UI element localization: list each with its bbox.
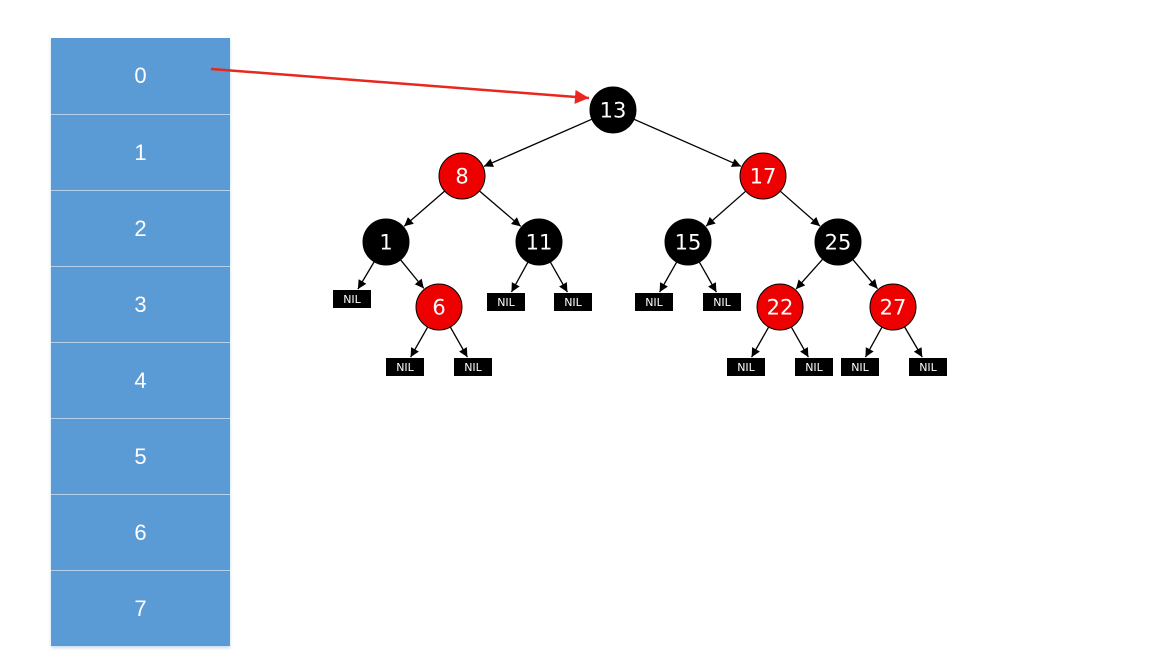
tree-node-27: 27 xyxy=(869,283,917,331)
node-label: 15 xyxy=(675,231,702,255)
tree-node-15: 15 xyxy=(664,218,712,266)
tree-edge xyxy=(795,258,824,290)
node-circle xyxy=(415,283,463,331)
nil-box xyxy=(909,358,947,376)
nil-box xyxy=(554,293,592,311)
tree-edge xyxy=(549,261,568,293)
bucket-3: 3 xyxy=(51,266,230,342)
nil-box xyxy=(727,358,765,376)
node-circle xyxy=(756,283,804,331)
node-circle xyxy=(589,86,637,134)
bucket-0: 0 xyxy=(134,63,147,88)
nil-leaf: NIL xyxy=(386,358,424,376)
bucket-pointer-arrow xyxy=(210,67,590,104)
nil-leaf: NIL xyxy=(703,293,741,311)
tree-node-25: 25 xyxy=(814,218,862,266)
nil-label: NIL xyxy=(805,361,823,374)
tree-edge xyxy=(400,259,425,289)
tree-edge xyxy=(449,326,468,358)
node-label: 1 xyxy=(379,231,392,255)
nil-label: NIL xyxy=(713,296,731,309)
nil-label: NIL xyxy=(497,296,515,309)
tree-edge xyxy=(705,190,747,227)
tree-edge xyxy=(751,326,770,358)
node-label: 22 xyxy=(767,296,794,320)
nil-box xyxy=(635,293,673,311)
tree-edge xyxy=(410,326,429,358)
bucket-5: 5 xyxy=(51,418,230,494)
node-circle xyxy=(362,218,410,266)
tree-node-1: 1 xyxy=(362,218,410,266)
node-circle xyxy=(438,152,486,200)
nil-box xyxy=(841,358,879,376)
nil-leaf: NIL xyxy=(554,293,592,311)
nil-box xyxy=(703,293,741,311)
bucket-6: 6 xyxy=(51,494,230,570)
node-circle xyxy=(869,283,917,331)
node-label: 27 xyxy=(880,296,907,320)
nil-leaf: NIL xyxy=(841,358,879,376)
tree-node-11: 11 xyxy=(515,218,563,266)
nil-leaf: NIL xyxy=(727,358,765,376)
tree-node-6: 6 xyxy=(415,283,463,331)
nil-leaf: NIL xyxy=(795,358,833,376)
bucket-4: 4 xyxy=(51,342,230,418)
nil-label: NIL xyxy=(564,296,582,309)
node-circle xyxy=(664,218,712,266)
tree-node-8: 8 xyxy=(438,152,486,200)
tree-edge xyxy=(483,118,593,167)
node-label: 17 xyxy=(750,165,777,189)
nil-label: NIL xyxy=(645,296,663,309)
bucket-7: 7 xyxy=(51,570,230,646)
node-circle xyxy=(515,218,563,266)
node-label: 6 xyxy=(432,296,445,320)
node-circle xyxy=(739,152,787,200)
tree-edge xyxy=(790,326,809,358)
nil-label: NIL xyxy=(919,361,937,374)
nil-box xyxy=(795,358,833,376)
nil-label: NIL xyxy=(343,293,361,306)
bucket-2: 2 xyxy=(51,190,230,266)
tree-node-22: 22 xyxy=(756,283,804,331)
node-label: 25 xyxy=(825,231,852,255)
nil-box xyxy=(454,358,492,376)
nil-leaf: NIL xyxy=(487,293,525,311)
nil-box xyxy=(386,358,424,376)
tree-edge xyxy=(479,190,522,227)
nil-box xyxy=(333,290,371,308)
tree-edge xyxy=(779,190,821,227)
tree-edge xyxy=(864,326,883,358)
tree-edge xyxy=(659,261,678,293)
tree-edge xyxy=(403,190,446,227)
node-label: 11 xyxy=(526,231,553,255)
nil-label: NIL xyxy=(737,361,755,374)
nil-leaf: NIL xyxy=(635,293,673,311)
tree-edge xyxy=(852,259,878,290)
tree-edge xyxy=(357,261,375,290)
tree-node-17: 17 xyxy=(739,152,787,200)
tree-edge xyxy=(698,261,717,293)
tree-edge xyxy=(904,326,923,358)
node-label: 8 xyxy=(455,165,468,189)
tree-edge xyxy=(633,118,742,167)
nil-label: NIL xyxy=(396,361,414,374)
node-circle xyxy=(814,218,862,266)
nil-leaf: NIL xyxy=(454,358,492,376)
node-label: 13 xyxy=(600,99,627,123)
nil-label: NIL xyxy=(464,361,482,374)
tree-edge xyxy=(510,261,529,293)
nil-label: NIL xyxy=(851,361,869,374)
nil-leaf: NIL xyxy=(333,290,371,308)
bucket-1: 1 xyxy=(51,114,230,190)
nil-leaf: NIL xyxy=(909,358,947,376)
tree-node-13: 13 xyxy=(589,86,637,134)
nil-box xyxy=(487,293,525,311)
